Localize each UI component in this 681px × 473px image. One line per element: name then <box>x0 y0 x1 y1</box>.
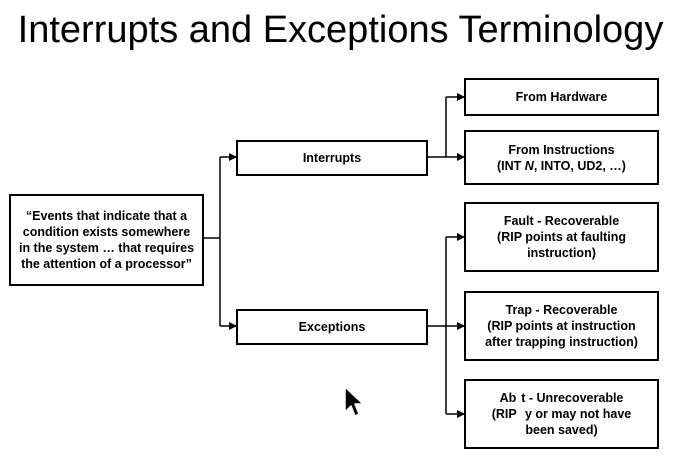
abort-line-2: (RIP y or may not have <box>491 407 632 421</box>
fault-box: Fault - Recoverable (RIP points at fault… <box>464 202 659 272</box>
trap-line-3: after trapping instruction) <box>485 335 638 349</box>
root-definition-box: “Events that indicate that a condition e… <box>9 194 204 286</box>
trap-line-1: Trap - Recoverable <box>505 303 618 317</box>
root-line-1: “Events that indicate that a <box>25 209 188 223</box>
root-line-2: condition exists somewhere <box>22 225 191 239</box>
from-instructions-suffix: , INTO, UD2, …) <box>533 158 626 173</box>
fault-line-1: Fault - Recoverable <box>503 214 620 228</box>
fault-line-2: (RIP points at faulting <box>497 230 626 244</box>
trap-line-2: (RIP points at instruction <box>487 319 636 333</box>
interrupts-label: Interrupts <box>302 151 362 165</box>
fault-line-3: instruction) <box>527 246 596 260</box>
from-instructions-line-2: (INT N, INTO, UD2, …) <box>497 158 626 174</box>
from-hardware-label: From Hardware <box>515 90 608 104</box>
abort-box: Ab t - Unrecoverable (RIP y or may not h… <box>464 379 659 449</box>
exceptions-box: Exceptions <box>236 309 428 345</box>
from-instructions-line-1: From Instructions <box>508 142 615 157</box>
from-instructions-prefix: (INT <box>497 158 525 173</box>
interrupts-box: Interrupts <box>236 140 428 176</box>
mouse-pointer-icon <box>344 386 364 417</box>
exceptions-label: Exceptions <box>298 320 366 334</box>
page-title: Interrupts and Exceptions Terminology <box>17 9 664 51</box>
from-instructions-box: From Instructions (INT N, INTO, UD2, …) <box>464 130 659 185</box>
abort-line-3: been saved) <box>525 423 598 437</box>
from-instructions-italic-n: N <box>524 158 534 173</box>
trap-box: Trap - Recoverable (RIP points at instru… <box>464 291 659 361</box>
root-line-3: in the system … that requires <box>18 241 195 255</box>
abort-line-1: Ab t - Unrecoverable <box>499 391 624 405</box>
from-hardware-box: From Hardware <box>464 78 659 116</box>
root-line-4: the attention of a processor” <box>21 257 192 271</box>
